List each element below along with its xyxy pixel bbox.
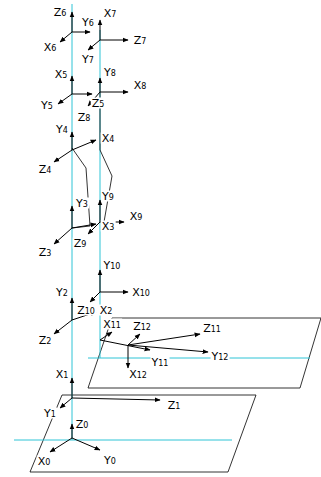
axis-label: Y1	[43, 408, 57, 419]
axis-label: Y10	[103, 260, 122, 271]
axis-label: Y12	[211, 351, 230, 362]
link-line	[72, 92, 112, 228]
axis-label: X11	[102, 319, 122, 330]
axis-label: X7	[103, 8, 118, 19]
axis-label: X5	[54, 69, 69, 80]
axis-label: Y2	[55, 287, 69, 298]
axis-label: Y3	[75, 198, 89, 209]
axis-label: X6	[43, 42, 58, 53]
axis-label: X10	[131, 287, 151, 298]
reference-line	[14, 4, 310, 440]
ground-plane	[30, 318, 321, 472]
axis-label: Y7	[81, 54, 95, 65]
axis-label: Y6	[81, 17, 95, 28]
axis-label: Z7	[133, 35, 148, 46]
axis-label: Y11	[151, 357, 170, 368]
axis-label: Z4	[38, 164, 53, 175]
axis-label: Z3	[38, 247, 53, 258]
axis-label: X1	[55, 369, 70, 380]
axis-arrow	[50, 12, 208, 452]
axis-label: Z5	[91, 98, 106, 109]
axis-label: Z1	[167, 400, 182, 411]
axis-label: Z12	[132, 321, 152, 332]
axis-label: X2	[99, 305, 114, 316]
axis-label: X4	[101, 133, 116, 144]
axis-label: Z8	[77, 112, 92, 123]
axis-label: Z11	[202, 323, 222, 334]
axis-label: Z2	[38, 335, 53, 346]
axis-label: Z6	[53, 7, 68, 18]
axis-label: Z9	[73, 238, 88, 249]
axis-label: X3	[101, 221, 116, 232]
axis-label: Z10	[76, 305, 96, 316]
axis-label: Y9	[101, 191, 115, 202]
axis-label: Z0	[75, 419, 90, 430]
axis-label: Y4	[55, 124, 69, 135]
axis-label: Y5	[40, 100, 54, 111]
axis-label: X12	[128, 369, 148, 380]
axis-label: X9	[129, 211, 144, 222]
axis-label: Y8	[103, 67, 117, 78]
axis-label: X0	[37, 456, 52, 467]
axis-label: X8	[133, 80, 148, 91]
axis-label: Y0	[103, 455, 117, 466]
